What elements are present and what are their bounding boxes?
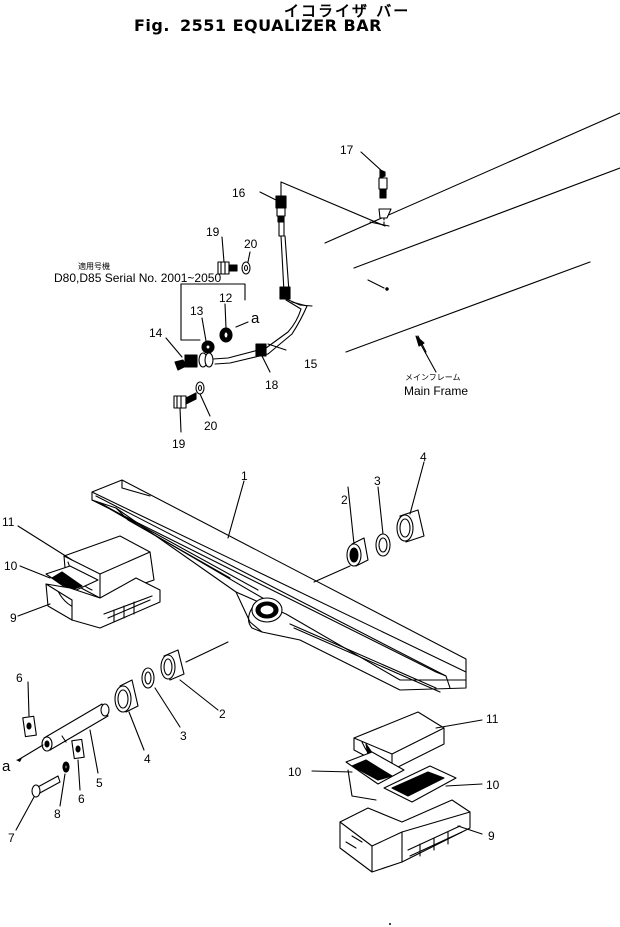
page-speck xyxy=(389,923,391,925)
callout-20-upper: 20 xyxy=(244,237,258,251)
main-frame-label: Main Frame xyxy=(404,384,468,398)
callout-19-upper: 19 xyxy=(206,225,220,239)
figure-number: 2551 xyxy=(179,16,227,35)
figure-name: EQUALIZER BAR xyxy=(232,16,382,35)
callout-19-lower: 19 xyxy=(172,437,186,451)
bushing-12 xyxy=(219,321,249,343)
grease-fitting-17 xyxy=(378,169,392,225)
title-japanese: イコライザ バー xyxy=(284,2,411,20)
callout-8: 8 xyxy=(54,807,61,821)
callout-3-right: 3 xyxy=(374,474,381,488)
callout-9-left: 9 xyxy=(10,611,17,625)
plate-6-lower xyxy=(71,738,85,760)
seal-3-left xyxy=(141,667,155,689)
main-frame xyxy=(324,112,620,353)
tube-15 xyxy=(212,299,308,365)
bracket-box-12-13 xyxy=(180,283,246,341)
plate-6-upper xyxy=(22,715,37,738)
fitting-14 xyxy=(174,352,214,371)
seal-3-right xyxy=(375,533,391,557)
fitting-13 xyxy=(201,340,215,354)
callout-10-left: 10 xyxy=(4,559,18,573)
callout-7: 7 xyxy=(8,831,15,845)
leader-16-17-lines xyxy=(280,181,390,227)
callout-16: 16 xyxy=(232,186,246,200)
callout-10-right-b: 10 xyxy=(486,778,500,792)
callout-3-left: 3 xyxy=(180,729,187,743)
ref-a-upper: a xyxy=(251,310,260,327)
callout-5: 5 xyxy=(96,776,103,790)
callout-13: 13 xyxy=(190,304,204,318)
washer-20-upper xyxy=(241,261,251,275)
callout-11-left: 11 xyxy=(2,515,15,529)
bushing-2-right xyxy=(346,537,369,567)
callout-17: 17 xyxy=(340,143,354,157)
callout-2-right: 2 xyxy=(341,493,348,507)
callout-10-right-a: 10 xyxy=(288,765,302,779)
elbow-16 xyxy=(275,195,287,223)
callout-2-left: 2 xyxy=(219,707,226,721)
callout-6-upper: 6 xyxy=(16,671,23,685)
pad-assembly-right xyxy=(339,711,471,873)
callout-15: 15 xyxy=(304,357,318,371)
vertical-pipe xyxy=(278,221,313,307)
figure-prefix: Fig. xyxy=(134,16,170,35)
callout-4-right: 4 xyxy=(420,450,427,464)
figure-title: Fig. 2551 EQUALIZER BAR xyxy=(134,16,382,35)
washer-20-lower xyxy=(195,381,205,395)
pin-5 xyxy=(41,703,110,752)
bolt-7 xyxy=(31,775,61,798)
pad-assembly-left xyxy=(45,535,161,629)
leader-lines xyxy=(15,151,483,835)
callout-1: 1 xyxy=(241,469,248,483)
ref-a-lower: a xyxy=(2,758,11,775)
bushing-4-left xyxy=(114,679,139,713)
callout-18: 18 xyxy=(265,378,279,392)
bushing-2-left xyxy=(160,649,185,681)
callout-4-left: 4 xyxy=(144,752,151,766)
callout-9-right: 9 xyxy=(488,829,495,843)
serial-number-note: D80,D85 Serial No. 2001~2050 xyxy=(54,271,221,285)
main-frame-pointer xyxy=(415,335,437,373)
callout-12: 12 xyxy=(219,291,233,305)
washer-8 xyxy=(62,761,70,773)
bolt-19-lower xyxy=(173,392,197,409)
callout-11-right: 11 xyxy=(486,712,499,726)
ref-a-arrow xyxy=(16,758,22,762)
bushing-4-right xyxy=(396,509,425,543)
callout-numbers: 17 16 19 20 12 13 a 14 15 18 19 20 1 2 3… xyxy=(2,143,500,845)
equalizer-bar-1 xyxy=(91,479,467,693)
main-frame-label-jp: メインフレーム xyxy=(405,373,461,382)
callout-14: 14 xyxy=(149,326,163,340)
callout-20-lower: 20 xyxy=(204,419,218,433)
applicable-model-note-jp: 適用号機 xyxy=(78,261,110,271)
callout-6-lower: 6 xyxy=(78,792,85,806)
